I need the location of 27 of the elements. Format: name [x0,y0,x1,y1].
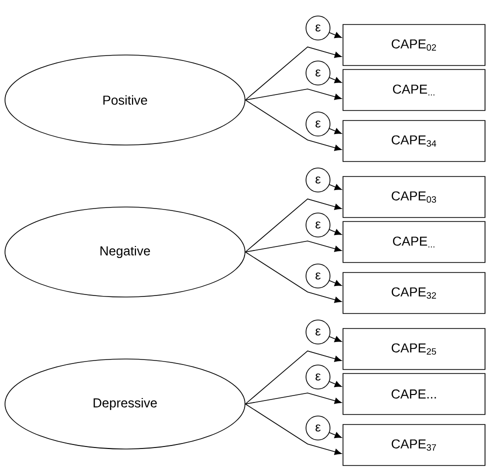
arrow [245,350,342,404]
arrow [245,392,342,404]
arrow [245,100,342,151]
arrow [329,184,342,190]
indicator-box: CAPE$_{32}$ [342,272,486,314]
arrow [329,128,342,134]
indicator-box: CAPE$_{25}$ [342,328,486,370]
indicator-box: CAPE$_{34}$ [342,120,486,162]
arrow [245,198,342,252]
arrow [245,88,342,100]
indicator-box: CAPE... [342,373,486,415]
arrow [245,240,342,252]
arrow [329,32,342,38]
indicator-box: CAPE$_{37}$ [342,424,486,466]
arrow [329,229,342,236]
arrow [329,432,342,438]
arrow [245,404,342,455]
arrow [329,77,342,84]
indicator-box: CAPE$_{...}$ [342,69,486,111]
arrow [329,280,342,286]
arrow [245,46,342,100]
indicator-box: CAPE$_{02}$ [342,24,486,66]
arrow [245,252,342,303]
arrow [329,336,342,342]
indicator-box: CAPE$_{03}$ [342,176,486,218]
arrow [329,381,342,388]
indicator-box: CAPE$_{...}$ [342,221,486,263]
